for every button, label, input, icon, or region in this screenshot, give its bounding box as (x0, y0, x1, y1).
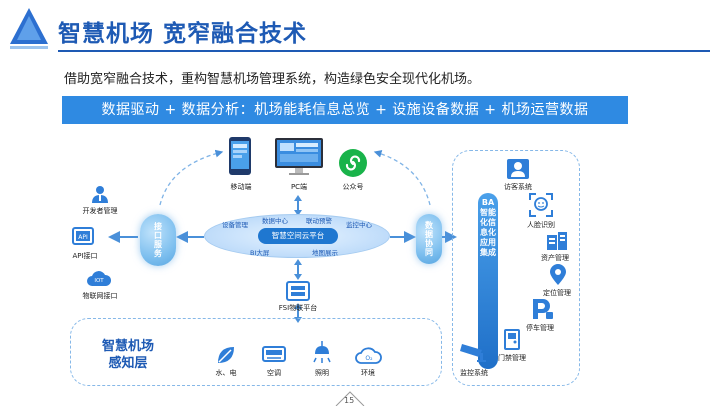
pc-client-label: PC端 (290, 183, 308, 191)
platform-item-data-center: 数据中心 (262, 217, 288, 225)
asset-management (546, 231, 568, 251)
face-recognition-label: 人脸识别 (527, 221, 555, 229)
developer-management-label: 开发者管理 (82, 207, 118, 215)
monitoring-system-label: 监控系统 (460, 369, 488, 377)
iot-interface-label: 物联网接口 (82, 292, 118, 300)
parking-management (530, 298, 554, 320)
mobile-client-label: 移动端 (230, 183, 252, 191)
lighting-sensor (310, 340, 334, 364)
interface-service-label: 接口服务 (153, 222, 163, 258)
pc-client (274, 137, 324, 177)
asset-icon (547, 232, 567, 250)
visitor-card-icon (507, 159, 529, 179)
phone-icon (229, 137, 251, 175)
face-scan-icon (529, 193, 553, 217)
water-electric-label: 水、电 (215, 369, 237, 377)
triangle-logo-icon (10, 8, 48, 49)
subtitle: 借助宽窄融合技术，重构智慧机场管理系统，构造绿色安全现代化机场。 (64, 72, 481, 87)
water-electric-sensor (214, 344, 238, 366)
official-account-client (338, 148, 368, 178)
cloud-o2-icon: O₂ (355, 347, 382, 364)
air-conditioner-icon (262, 346, 286, 362)
svg-text:API: API (78, 234, 88, 241)
visitor-system-label: 访客系统 (504, 183, 532, 191)
lighting-label: 照明 (315, 369, 329, 377)
wechat-mini-program-icon (339, 149, 367, 177)
application-integration-box (452, 150, 580, 386)
parking-management-label: 停车管理 (526, 324, 554, 332)
door-access-icon (504, 329, 520, 350)
access-control-label: 门禁管理 (498, 354, 526, 362)
leaf-icon (218, 347, 234, 363)
svg-text:O₂: O₂ (365, 355, 373, 362)
location-management-label: 定位管理 (543, 289, 571, 297)
access-control (502, 328, 522, 350)
platform-item-monitoring-center: 监控中心 (346, 221, 372, 229)
iot-cloud-icon: IOT (87, 271, 112, 286)
mobile-client (228, 136, 252, 182)
page-title: 智慧机场 宽窄融合技术 (58, 21, 308, 47)
api-interface-label: API接口 (72, 252, 98, 260)
api-interface: API (72, 227, 94, 245)
ceiling-light-icon (313, 341, 331, 363)
data-driven-banner: 数据驱动 + 数据分析：机场能耗信息总览 + 设施设备数据 + 机场运营数据 (62, 96, 628, 124)
fsi-gateway-icon (286, 281, 310, 301)
title-divider (58, 50, 710, 52)
perception-layer-title: 智慧机场 感知层 (102, 338, 154, 372)
security-camera-icon (460, 344, 486, 362)
developer-management (90, 184, 110, 204)
iot-interface: IOT (86, 268, 112, 288)
face-recognition (528, 192, 554, 218)
interface-service-cloud: 接口服务 (140, 214, 176, 266)
api-icon: API (72, 227, 94, 245)
parking-icon (533, 299, 553, 319)
perception-title-line2: 感知层 (108, 356, 148, 371)
location-pin-icon (550, 264, 566, 285)
platform-center-label: 智慧空间云平台 (258, 228, 338, 244)
ba-integration-column (478, 193, 498, 369)
ba-integration-label: BA智能化信息化应用集成 (480, 198, 496, 257)
perception-title-line1: 智慧机场 (102, 339, 155, 354)
data-collaboration-label: 数据协同 (424, 221, 434, 257)
fsi-platform-label: FSI物联平台 (278, 304, 318, 312)
official-account-label: 公众号 (342, 183, 364, 191)
asset-management-label: 资产管理 (541, 254, 569, 262)
platform-item-linkage-alert: 联动预警 (306, 217, 332, 225)
page-number: 15 (344, 396, 355, 405)
perception-layer-box (70, 318, 442, 386)
monitoring-system (458, 341, 488, 363)
fsi-platform (286, 281, 310, 301)
platform-item-device-management: 设备管理 (222, 221, 248, 229)
data-collaboration-cloud: 数据协同 (416, 214, 442, 264)
air-conditioning-label: 空调 (267, 369, 281, 377)
platform-item-bi-screen: BI大屏 (250, 249, 270, 257)
environment-sensor: O₂ (354, 344, 382, 366)
environment-label: 环境 (361, 369, 375, 377)
visitor-system (506, 158, 530, 180)
svg-text:IOT: IOT (94, 278, 104, 284)
platform-item-map-display: 地图展示 (312, 249, 338, 257)
monitor-icon (275, 138, 323, 175)
air-conditioning-sensor (262, 345, 286, 365)
developer-icon (92, 186, 108, 203)
location-management (548, 264, 568, 286)
